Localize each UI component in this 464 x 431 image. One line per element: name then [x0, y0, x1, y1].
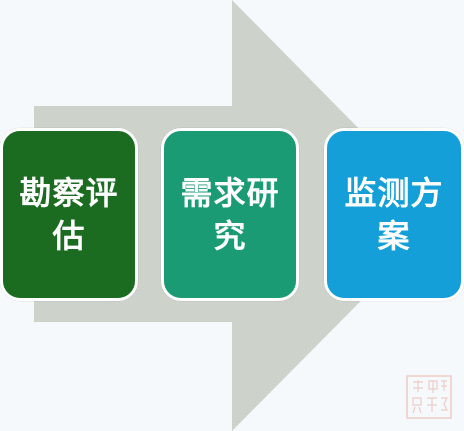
step-box-monitoring-plan: 监测方案 — [324, 128, 464, 301]
step-box-survey-assessment: 勘察评估 — [0, 128, 138, 301]
step-label: 需求研究 — [180, 173, 280, 255]
step-label: 监测方案 — [344, 173, 444, 255]
seal-stamp-icon — [406, 375, 452, 419]
step-box-requirement-study: 需求研究 — [161, 128, 299, 301]
step-label: 勘察评估 — [19, 173, 119, 255]
